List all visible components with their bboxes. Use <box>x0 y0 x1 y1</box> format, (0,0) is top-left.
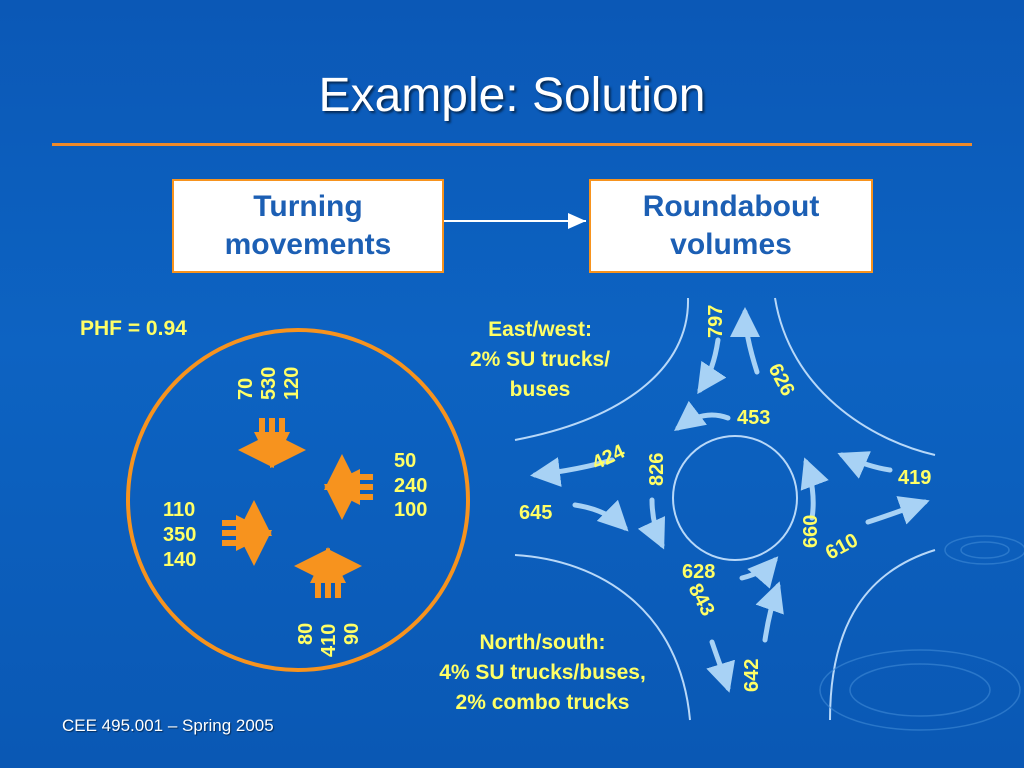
tm-west-2: 350 <box>163 524 196 546</box>
east-west-note: East/west: 2% SU trucks/ buses <box>430 315 650 405</box>
intersection-circle <box>126 328 470 672</box>
tm-east-1: 50 <box>394 450 416 472</box>
north-south-line-2: 4% SU trucks/buses, <box>439 661 646 684</box>
tm-west-1: 110 <box>163 499 195 521</box>
tm-east-3: 100 <box>394 499 427 521</box>
north-south-note: North/south: 4% SU trucks/buses, 2% comb… <box>400 628 685 718</box>
tm-north-3: 120 <box>281 367 303 400</box>
tm-north-1: 70 <box>235 378 257 400</box>
east-approach-arrows <box>324 454 373 520</box>
rv-circ-ne: 453 <box>737 407 770 429</box>
page-title: Example: Solution <box>318 69 706 122</box>
east-west-line-2: 2% SU trucks/ <box>469 348 611 371</box>
box-left-line-1: Turning <box>253 190 363 223</box>
box-left-line-2: movements <box>224 228 392 261</box>
rv-s-exit: 642 <box>741 659 763 692</box>
phf-label: PHF = 0.94 <box>80 317 187 340</box>
tm-south-3: 90 <box>341 623 363 645</box>
rv-e-exit: 610 <box>822 529 862 564</box>
box-right-line-2: volumes <box>670 228 792 261</box>
tm-south-1: 80 <box>295 623 317 645</box>
footer-text: CEE 495.001 – Spring 2005 <box>62 716 274 735</box>
rv-n-exit: 797 <box>705 305 727 338</box>
roundabout-volumes-box: Roundabout volumes <box>589 179 873 273</box>
box-right-line-1: Roundabout <box>642 190 820 223</box>
rv-s-entry: 843 <box>684 580 719 620</box>
south-approach-arrows <box>294 547 362 598</box>
rv-e-entry: 419 <box>898 467 931 489</box>
tm-north-2: 530 <box>258 367 280 400</box>
north-south-line-1: North/south: <box>479 631 606 654</box>
water-ripple-decoration <box>819 535 1024 731</box>
west-approach-arrows <box>222 500 272 566</box>
roundabout-roads <box>514 297 936 721</box>
rv-circ-w: 826 <box>646 453 668 486</box>
rv-circ-e: 660 <box>800 515 822 548</box>
tm-south-2: 410 <box>318 624 340 657</box>
rv-w-entry: 645 <box>519 502 552 524</box>
north-approach-arrows <box>238 418 306 468</box>
east-west-line-1: East/west: <box>488 318 592 341</box>
roundabout-flow-arrows <box>530 307 930 693</box>
north-south-line-3: 2% combo trucks <box>455 691 630 714</box>
rv-n-entry: 626 <box>764 360 799 400</box>
roundabout-island <box>672 435 798 561</box>
tm-east-2: 240 <box>394 475 427 497</box>
tm-west-3: 140 <box>163 549 196 571</box>
rv-circ-s: 628 <box>682 561 715 583</box>
turning-movements-box: Turning movements <box>172 179 444 273</box>
rv-circ-nw-exit: 424 <box>589 440 629 474</box>
east-west-line-3: buses <box>509 378 571 401</box>
title-divider <box>52 143 972 146</box>
